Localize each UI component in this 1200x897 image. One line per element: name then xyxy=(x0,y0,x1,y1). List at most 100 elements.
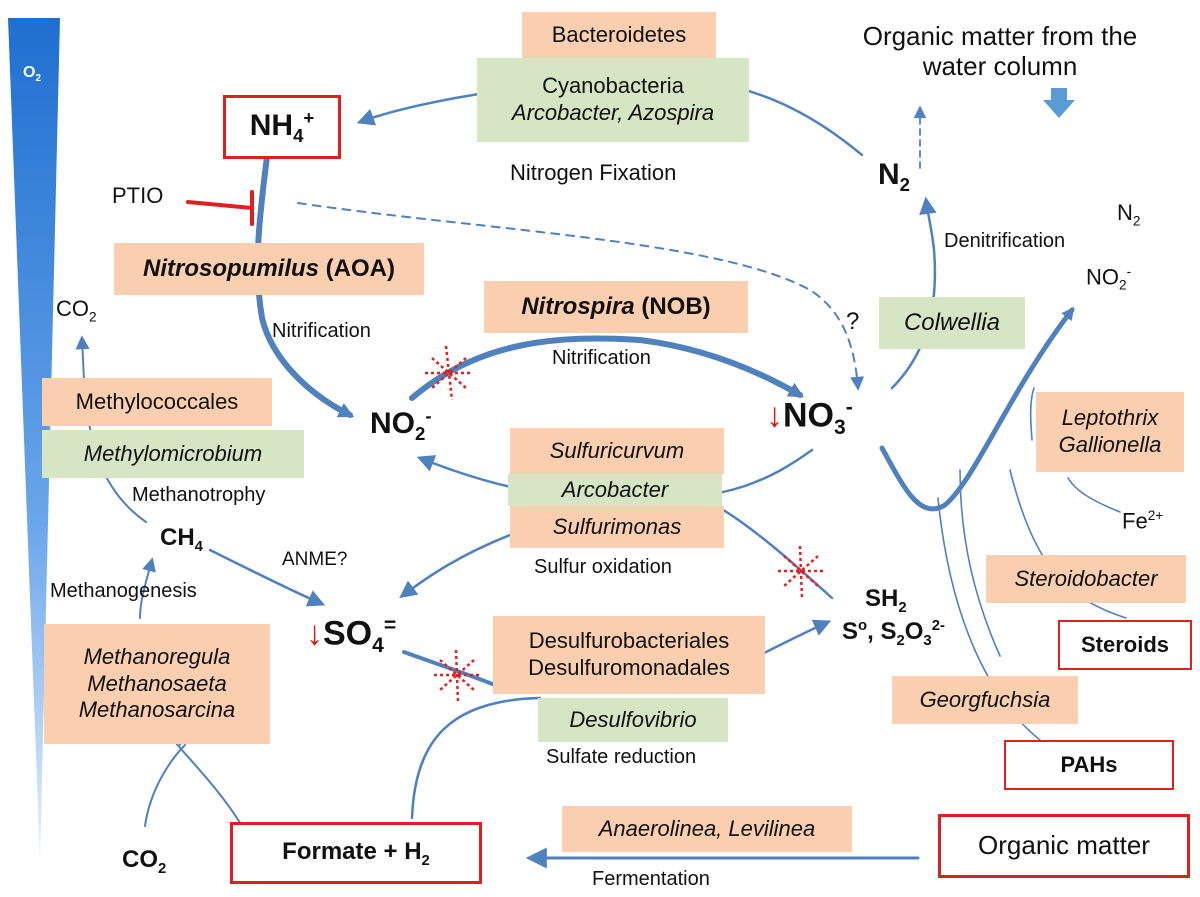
box-anaerolinea-levilinea: Anaerolinea, Levilinea xyxy=(562,806,852,852)
no3-decrease-arrow-icon: ↓ xyxy=(766,396,783,435)
label-colwellia: Colwellia xyxy=(903,309,1001,337)
so4-text: SO xyxy=(323,614,373,653)
o2-text: O xyxy=(23,64,36,81)
so4-decrease-arrow-icon: ↓ xyxy=(306,614,323,653)
label-question: ? xyxy=(846,308,860,335)
s-species-b-sup: 2- xyxy=(931,618,945,634)
no3-sub: 3 xyxy=(834,416,846,440)
s-species-b-main: O xyxy=(904,618,924,645)
label-gallionella: Gallionella xyxy=(1058,432,1162,457)
arrow-ch4-to-so4 xyxy=(208,548,326,607)
ptio-inhibitor xyxy=(186,190,254,226)
box-nitrosopumilus: Nitrosopumilus (AOA) xyxy=(114,243,424,295)
box-leptothrix-gallionella: Leptothrix Gallionella xyxy=(1036,392,1184,472)
no2-center-text: NO xyxy=(370,407,415,440)
label-methylomicrobium: Methylomicrobium xyxy=(83,440,263,466)
box-cyanobacteria: Cyanobacteria Arcobacter, Azospira xyxy=(477,58,749,142)
box-methylococcales: Methylococcales xyxy=(42,378,272,426)
arrow-formate-to-methanogens xyxy=(174,741,243,827)
label-nitrosopumilus: Nitrosopumilus xyxy=(143,255,320,283)
label-sulfuricurvum: Sulfuricurvum xyxy=(549,437,685,463)
arrow-methanogenesis-to-ch4 xyxy=(139,557,156,619)
box-arcobacter: Arcobacter xyxy=(508,474,722,506)
node-so4: ↓SO4= xyxy=(306,614,396,658)
box-methylomicrobium: Methylomicrobium xyxy=(42,430,304,478)
node-fe2: Fe2+ xyxy=(1122,508,1163,534)
node-formate-h2: Formate + H2 xyxy=(230,822,482,884)
node-pahs: PAHs xyxy=(1004,740,1174,790)
no2-right-text: NO xyxy=(1086,264,1119,290)
label-fermentation: Fermentation xyxy=(592,868,710,890)
label-nitrification-center: Nitrification xyxy=(552,347,651,369)
organic-water-line2: water column xyxy=(922,50,1078,81)
label-methanoregula: Methanoregula xyxy=(83,643,231,669)
label-organic-matter: Organic matter xyxy=(978,830,1150,861)
label-desulfuromonadales: Desulfuromonadales xyxy=(528,655,730,680)
node-s-species: So, S2O32- xyxy=(842,618,945,650)
o2-label: O2 xyxy=(23,64,41,85)
label-steroids: Steroids xyxy=(1080,631,1170,657)
box-methanogens: Methanoregula Methanosaeta Methanosarcin… xyxy=(44,624,270,744)
formate-text: Formate + H xyxy=(282,837,422,865)
no2-center-sub: 2 xyxy=(415,423,426,444)
o2-sub: 2 xyxy=(35,73,41,85)
label-methanotrophy: Methanotrophy xyxy=(132,484,266,506)
label-nob: (NOB) xyxy=(634,293,711,321)
arrow-so4-to-sulfate-reducers xyxy=(402,650,497,687)
s-species-b-sub: 2 xyxy=(896,632,905,649)
no2-center-sup: - xyxy=(425,405,432,426)
formate-sub: 2 xyxy=(421,852,430,869)
ch4-sub: 4 xyxy=(194,538,203,555)
box-sulfuricurvum: Sulfuricurvum xyxy=(510,428,724,474)
node-no3: ↓NO3- xyxy=(766,396,853,440)
down-arrow-water-column-icon xyxy=(1043,88,1075,118)
no2-right-sup: - xyxy=(1126,264,1132,279)
label-ptio: PTIO xyxy=(112,183,164,208)
node-ch4: CH4 xyxy=(160,524,203,556)
inhibition-x-marks xyxy=(425,345,824,703)
label-desulfobacteriales: Desulfurobacteriales xyxy=(528,628,730,654)
label-georgfuchsia: Georgfuchsia xyxy=(919,686,1051,712)
label-bacteroidetes: Bacteroidetes xyxy=(551,21,687,47)
branch-fe xyxy=(1067,477,1121,513)
label-methanosarcina: Methanosarcina xyxy=(78,697,236,723)
nh4-sup: + xyxy=(303,106,315,128)
co2-top-sub: 2 xyxy=(89,309,97,325)
node-n2-right: N2 xyxy=(1117,200,1140,229)
ch4-text: CH xyxy=(160,524,195,551)
node-n2-top: N2 xyxy=(878,158,910,195)
box-desulfovibrio: Desulfovibrio xyxy=(538,698,728,742)
box-colwellia: Colwellia xyxy=(879,297,1025,349)
co2-bottom-sub: 2 xyxy=(158,860,167,877)
box-sulfate-reducers: Desulfurobacteriales Desulfuromonadales xyxy=(493,616,765,694)
label-nitrogen-fixation: Nitrogen Fixation xyxy=(510,160,677,185)
label-anme: ANME? xyxy=(282,549,348,570)
so4-sup: = xyxy=(383,614,397,637)
node-sh2: SH2 xyxy=(865,585,907,617)
n2-right-sub: 2 xyxy=(1132,213,1141,229)
label-sulfurimonas: Sulfurimonas xyxy=(552,513,682,539)
n2-top-text: N xyxy=(878,158,900,191)
s-species-b: , S xyxy=(867,618,897,645)
fe2-sup: 2+ xyxy=(1147,508,1164,523)
label-aoa: (AOA) xyxy=(319,255,395,283)
s-species-a-sup: o xyxy=(858,618,868,634)
label-cyanobacteria: Cyanobacteria xyxy=(542,73,684,99)
label-desulfovibrio: Desulfovibrio xyxy=(569,706,697,732)
so4-sub: 4 xyxy=(372,634,384,658)
label-nitrospira: Nitrospira xyxy=(521,293,635,321)
sh2-sub: 2 xyxy=(898,599,907,616)
box-sulfurimonas: Sulfurimonas xyxy=(510,506,724,548)
branch-leptothrix xyxy=(1029,387,1035,441)
label-sulfur-oxidation: Sulfur oxidation xyxy=(534,556,672,578)
n2-top-sub: 2 xyxy=(899,174,911,195)
box-nitrospira: Nitrospira (NOB) xyxy=(484,281,748,333)
node-organic-matter: Organic matter xyxy=(938,814,1190,878)
arrow-no2-to-no3 xyxy=(409,335,805,401)
label-leptothrix: Leptothrix xyxy=(1061,405,1159,431)
label-denitrification: Denitrification xyxy=(944,230,1066,252)
node-steroids: Steroids xyxy=(1058,620,1192,670)
label-arcobacter: Arcobacter xyxy=(561,476,669,502)
n2-right-text: N xyxy=(1117,200,1133,225)
